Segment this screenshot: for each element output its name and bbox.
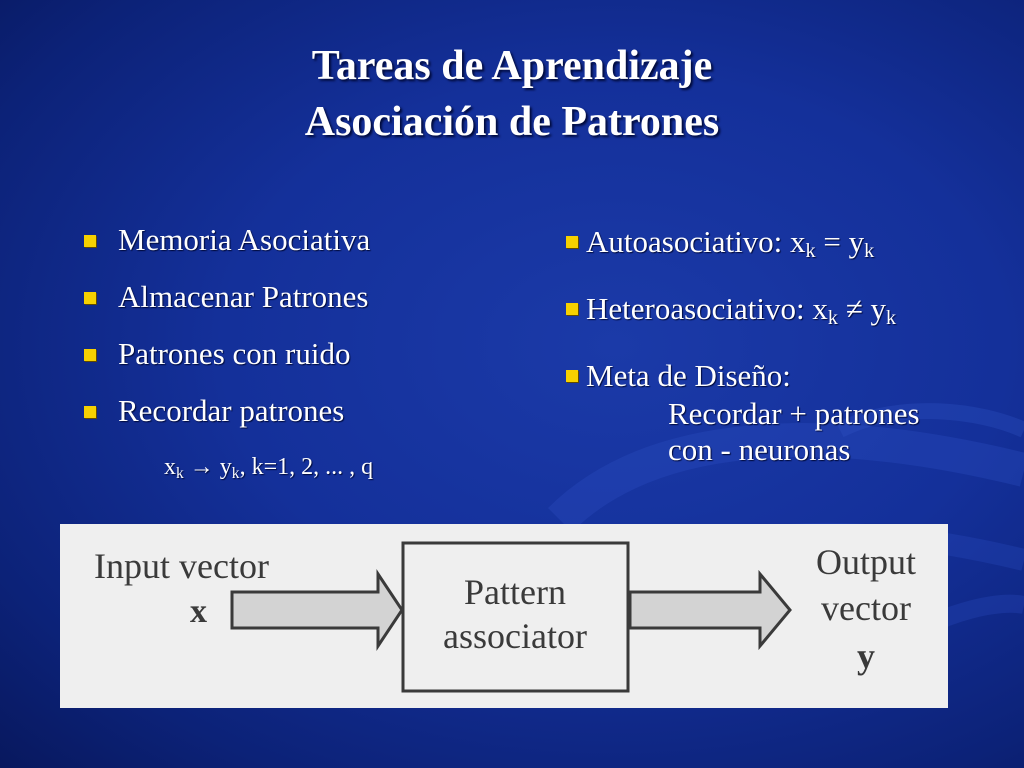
right-arrow-icon: → — [189, 454, 214, 480]
square-bullet-icon — [566, 370, 578, 382]
list-item: Patrones con ruido — [84, 332, 524, 389]
square-bullet-icon — [566, 303, 578, 315]
square-bullet-icon — [566, 236, 578, 248]
square-bullet-icon — [84, 406, 96, 418]
list-item-design-goal: Meta de Diseño: Recordar + patrones con … — [566, 356, 1016, 468]
output-arrow-icon — [628, 569, 792, 651]
right-bullet-list: Autoasociativo: xk = yk Heteroasociativo… — [566, 222, 1016, 495]
list-item-heteroassociative: Heteroasociativo: xk ≠ yk — [566, 289, 1016, 329]
pattern-associator-box — [401, 541, 630, 693]
slide-title: Tareas de Aprendizaje Asociación de Patr… — [0, 38, 1024, 150]
pattern-associator-diagram: Input vector x Pattern associator Output… — [60, 524, 948, 708]
list-item: Almacenar Patrones — [84, 275, 524, 332]
list-item: Memoria Asociativa — [84, 218, 524, 275]
left-bullet-list: Memoria Asociativa Almacenar Patrones Pa… — [84, 218, 524, 481]
list-item-autoassociative: Autoasociativo: xk = yk — [566, 222, 1016, 262]
title-line-2: Asociación de Patrones — [304, 99, 720, 145]
input-symbol: x — [190, 593, 207, 630]
input-vector-label: Input vector — [94, 546, 269, 586]
box-label-line-1: Pattern — [464, 572, 566, 612]
bullet-text: Memoria Asociativa — [118, 222, 371, 257]
output-label-line-2: vector — [821, 588, 911, 628]
square-bullet-icon — [84, 235, 96, 247]
bullet-text: Recordar patrones — [118, 393, 345, 428]
box-label-line-2: associator — [443, 616, 587, 656]
list-item: Recordar patrones — [84, 389, 524, 446]
goal-line-1: Recordar + patrones — [668, 396, 920, 431]
bullet-text: Almacenar Patrones — [118, 279, 369, 314]
mapping-formula: xk → yk, k=1, 2, ... , q — [164, 454, 374, 482]
square-bullet-icon — [84, 292, 96, 304]
bullet-text: Patrones con ruido — [118, 336, 351, 371]
output-symbol: y — [857, 636, 875, 676]
square-bullet-icon — [84, 349, 96, 361]
title-line-1: Tareas de Aprendizaje — [311, 43, 713, 89]
input-arrow-icon — [230, 569, 404, 651]
goal-line-2: con - neuronas — [668, 432, 851, 467]
output-label-line-1: Output — [816, 542, 916, 582]
